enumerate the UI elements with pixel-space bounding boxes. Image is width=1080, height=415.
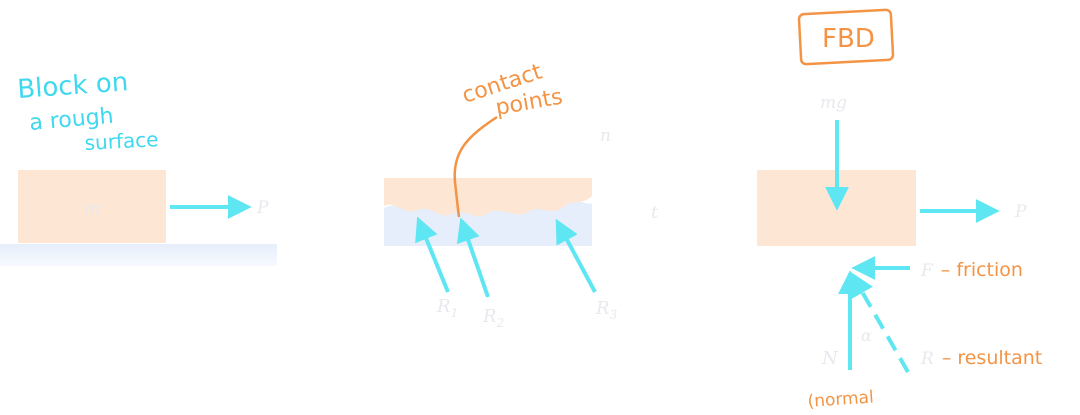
upper-rough-block — [384, 178, 592, 217]
weight-label: mg — [820, 93, 847, 113]
note-block-line3: surface — [84, 127, 159, 155]
tangent-axis-label: t — [651, 203, 658, 223]
reaction-arrow-r2 — [456, 217, 490, 298]
panel-contact-points: contact points n t R1 R2 R3 — [384, 59, 658, 330]
panel-fbd: FBD mg P α F– friction R– resultant N (n… — [757, 8, 1042, 412]
reaction-label-r2: R2 — [482, 306, 504, 330]
normal-symbol-label: N — [821, 348, 839, 369]
ground-surface — [0, 244, 277, 266]
fbd-force-label-p: P — [1014, 202, 1027, 222]
fbd-title-box — [797, 8, 895, 66]
friction-label: F– friction — [920, 259, 1023, 281]
normal-axis-label: n — [600, 126, 611, 146]
fbd-title: FBD — [822, 24, 875, 54]
resultant-arrow — [850, 271, 910, 373]
angle-alpha-label: α — [861, 326, 872, 345]
note-block-line1: Block on — [16, 67, 129, 105]
reaction-arrow-r3 — [555, 218, 597, 293]
normal-note: (normal — [807, 387, 874, 412]
resultant-label: R– resultant — [920, 347, 1042, 369]
mass-label: m — [84, 199, 100, 219]
force-label-p: P — [256, 198, 269, 218]
reaction-label-r1: R1 — [436, 296, 458, 320]
panel-block-on-surface: Block on a rough surface m P — [0, 67, 277, 266]
contact-pointer-line — [453, 115, 498, 218]
reaction-arrow-r1 — [415, 216, 450, 293]
reaction-label-r3: R3 — [595, 298, 618, 322]
block — [18, 170, 166, 243]
